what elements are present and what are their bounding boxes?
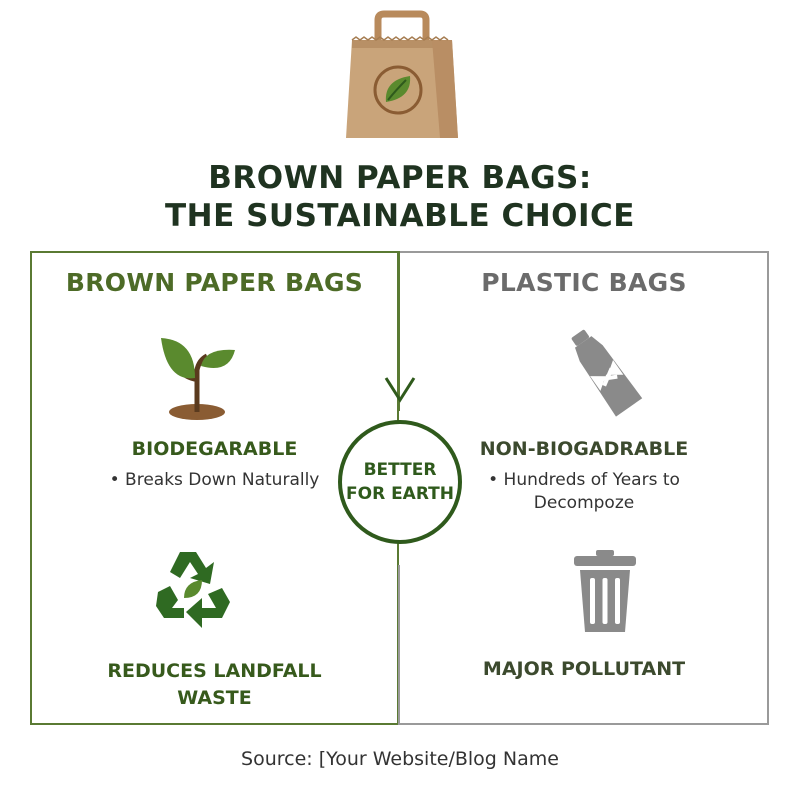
paper-bag-icon bbox=[346, 10, 458, 138]
source-caption: Source: [Your Website/Blog Name bbox=[241, 748, 559, 770]
badge-line1: BETTER bbox=[363, 460, 437, 480]
reduces-landfill-title-line1: REDUCES LANDFALL bbox=[107, 660, 322, 682]
plastic-bottle-icon bbox=[571, 329, 643, 417]
trash-can-icon bbox=[574, 550, 636, 632]
biodegradable-bullet-text: Breaks Down Naturally bbox=[125, 470, 320, 490]
recycle-icon bbox=[156, 552, 230, 628]
reduces-landfill-title-line2: WASTE bbox=[177, 687, 252, 709]
page-title-line2: THE SUSTAINABLE CHOICE bbox=[165, 198, 635, 234]
non-biodegradable-bullet-line1: Hundreds of Years to bbox=[503, 470, 680, 490]
better-for-earth-badge: BETTER FOR EARTH bbox=[338, 420, 462, 544]
arrow-down-icon bbox=[384, 377, 416, 403]
non-biodegradable-bullet: • Hundreds of Years to Decompoze bbox=[399, 469, 769, 515]
non-biodegradable-bullet-line2: Decompoze bbox=[533, 493, 635, 513]
major-pollutant-title: MAJOR POLLUTANT bbox=[482, 658, 686, 680]
biodegradable-bullet: • Breaks Down Naturally bbox=[109, 470, 320, 490]
badge-line2: FOR EARTH bbox=[346, 484, 454, 504]
biodegradable-title: BIODEGARABLE bbox=[131, 438, 298, 460]
reduces-landfill-title: REDUCES LANDFALL WASTE bbox=[30, 658, 399, 712]
paper-bags-heading: BROWN PAPER BAGS bbox=[65, 268, 364, 297]
panel-divider-top bbox=[398, 251, 400, 411]
non-biodegradable-title: NON-BIOGADRABLE bbox=[479, 438, 689, 460]
sprout-icon bbox=[161, 338, 235, 420]
page-title-line1: BROWN PAPER BAGS: bbox=[208, 160, 592, 196]
panel-divider-bottom bbox=[398, 565, 400, 725]
plastic-bags-heading: PLASTIC BAGS bbox=[481, 268, 687, 297]
plastic-bags-panel bbox=[399, 251, 769, 725]
